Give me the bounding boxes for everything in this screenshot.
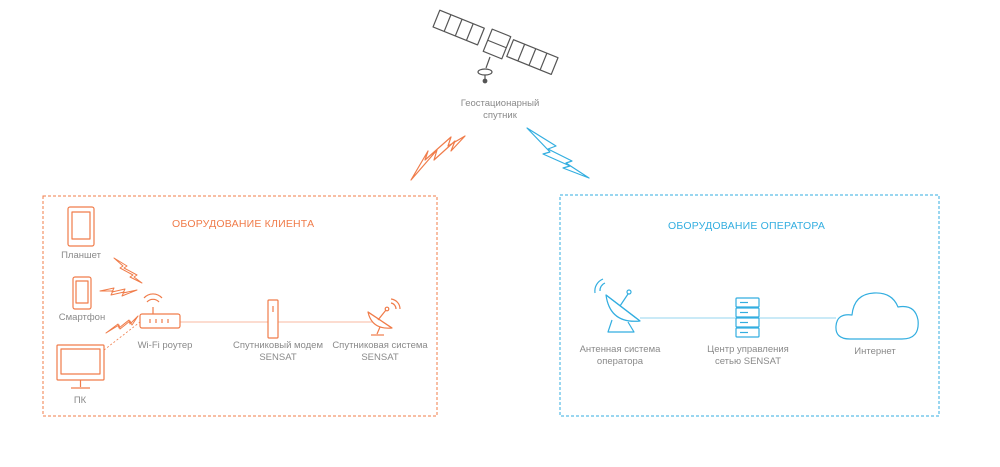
client-equipment-title: ОБОРУДОВАНИЕ КЛИЕНТА xyxy=(172,218,315,230)
satellite-dish-icon xyxy=(367,298,401,336)
cloud-label: Интернет xyxy=(854,346,896,357)
tablet-icon xyxy=(67,206,95,247)
operator-equipment-title: ОБОРУДОВАНИЕ ОПЕРАТОРА xyxy=(668,220,826,232)
operator-downlink-bolt xyxy=(526,127,590,179)
pc-label: ПК xyxy=(73,395,87,406)
operator-antenna-label: Антенная система оператора xyxy=(579,344,661,367)
pc-monitor-icon xyxy=(56,344,105,389)
tablet-label: Планшет xyxy=(61,250,101,261)
satellite-icon xyxy=(432,9,559,84)
server-rack-label: Центр управления сетью SENSAT xyxy=(707,344,789,367)
client-equipment-box xyxy=(42,195,438,417)
satellite-label: Геостационарный спутник xyxy=(460,98,540,121)
wifi-router-icon xyxy=(139,293,181,329)
wifi-router-label: Wi-Fi роутер xyxy=(137,340,193,351)
operator-antenna-icon xyxy=(594,278,641,333)
satellite-modem-icon xyxy=(267,299,279,339)
cloud-icon xyxy=(835,292,919,340)
satellite-modem-label: Спутниковый модем SENSAT xyxy=(233,340,323,363)
client-uplink-bolt xyxy=(410,135,466,181)
smartphone-label: Смартфон xyxy=(58,312,106,323)
server-rack-icon xyxy=(735,297,760,338)
satellite-dish-label: Спутниковая система SENSAT xyxy=(332,340,428,363)
smartphone-icon xyxy=(72,276,92,310)
